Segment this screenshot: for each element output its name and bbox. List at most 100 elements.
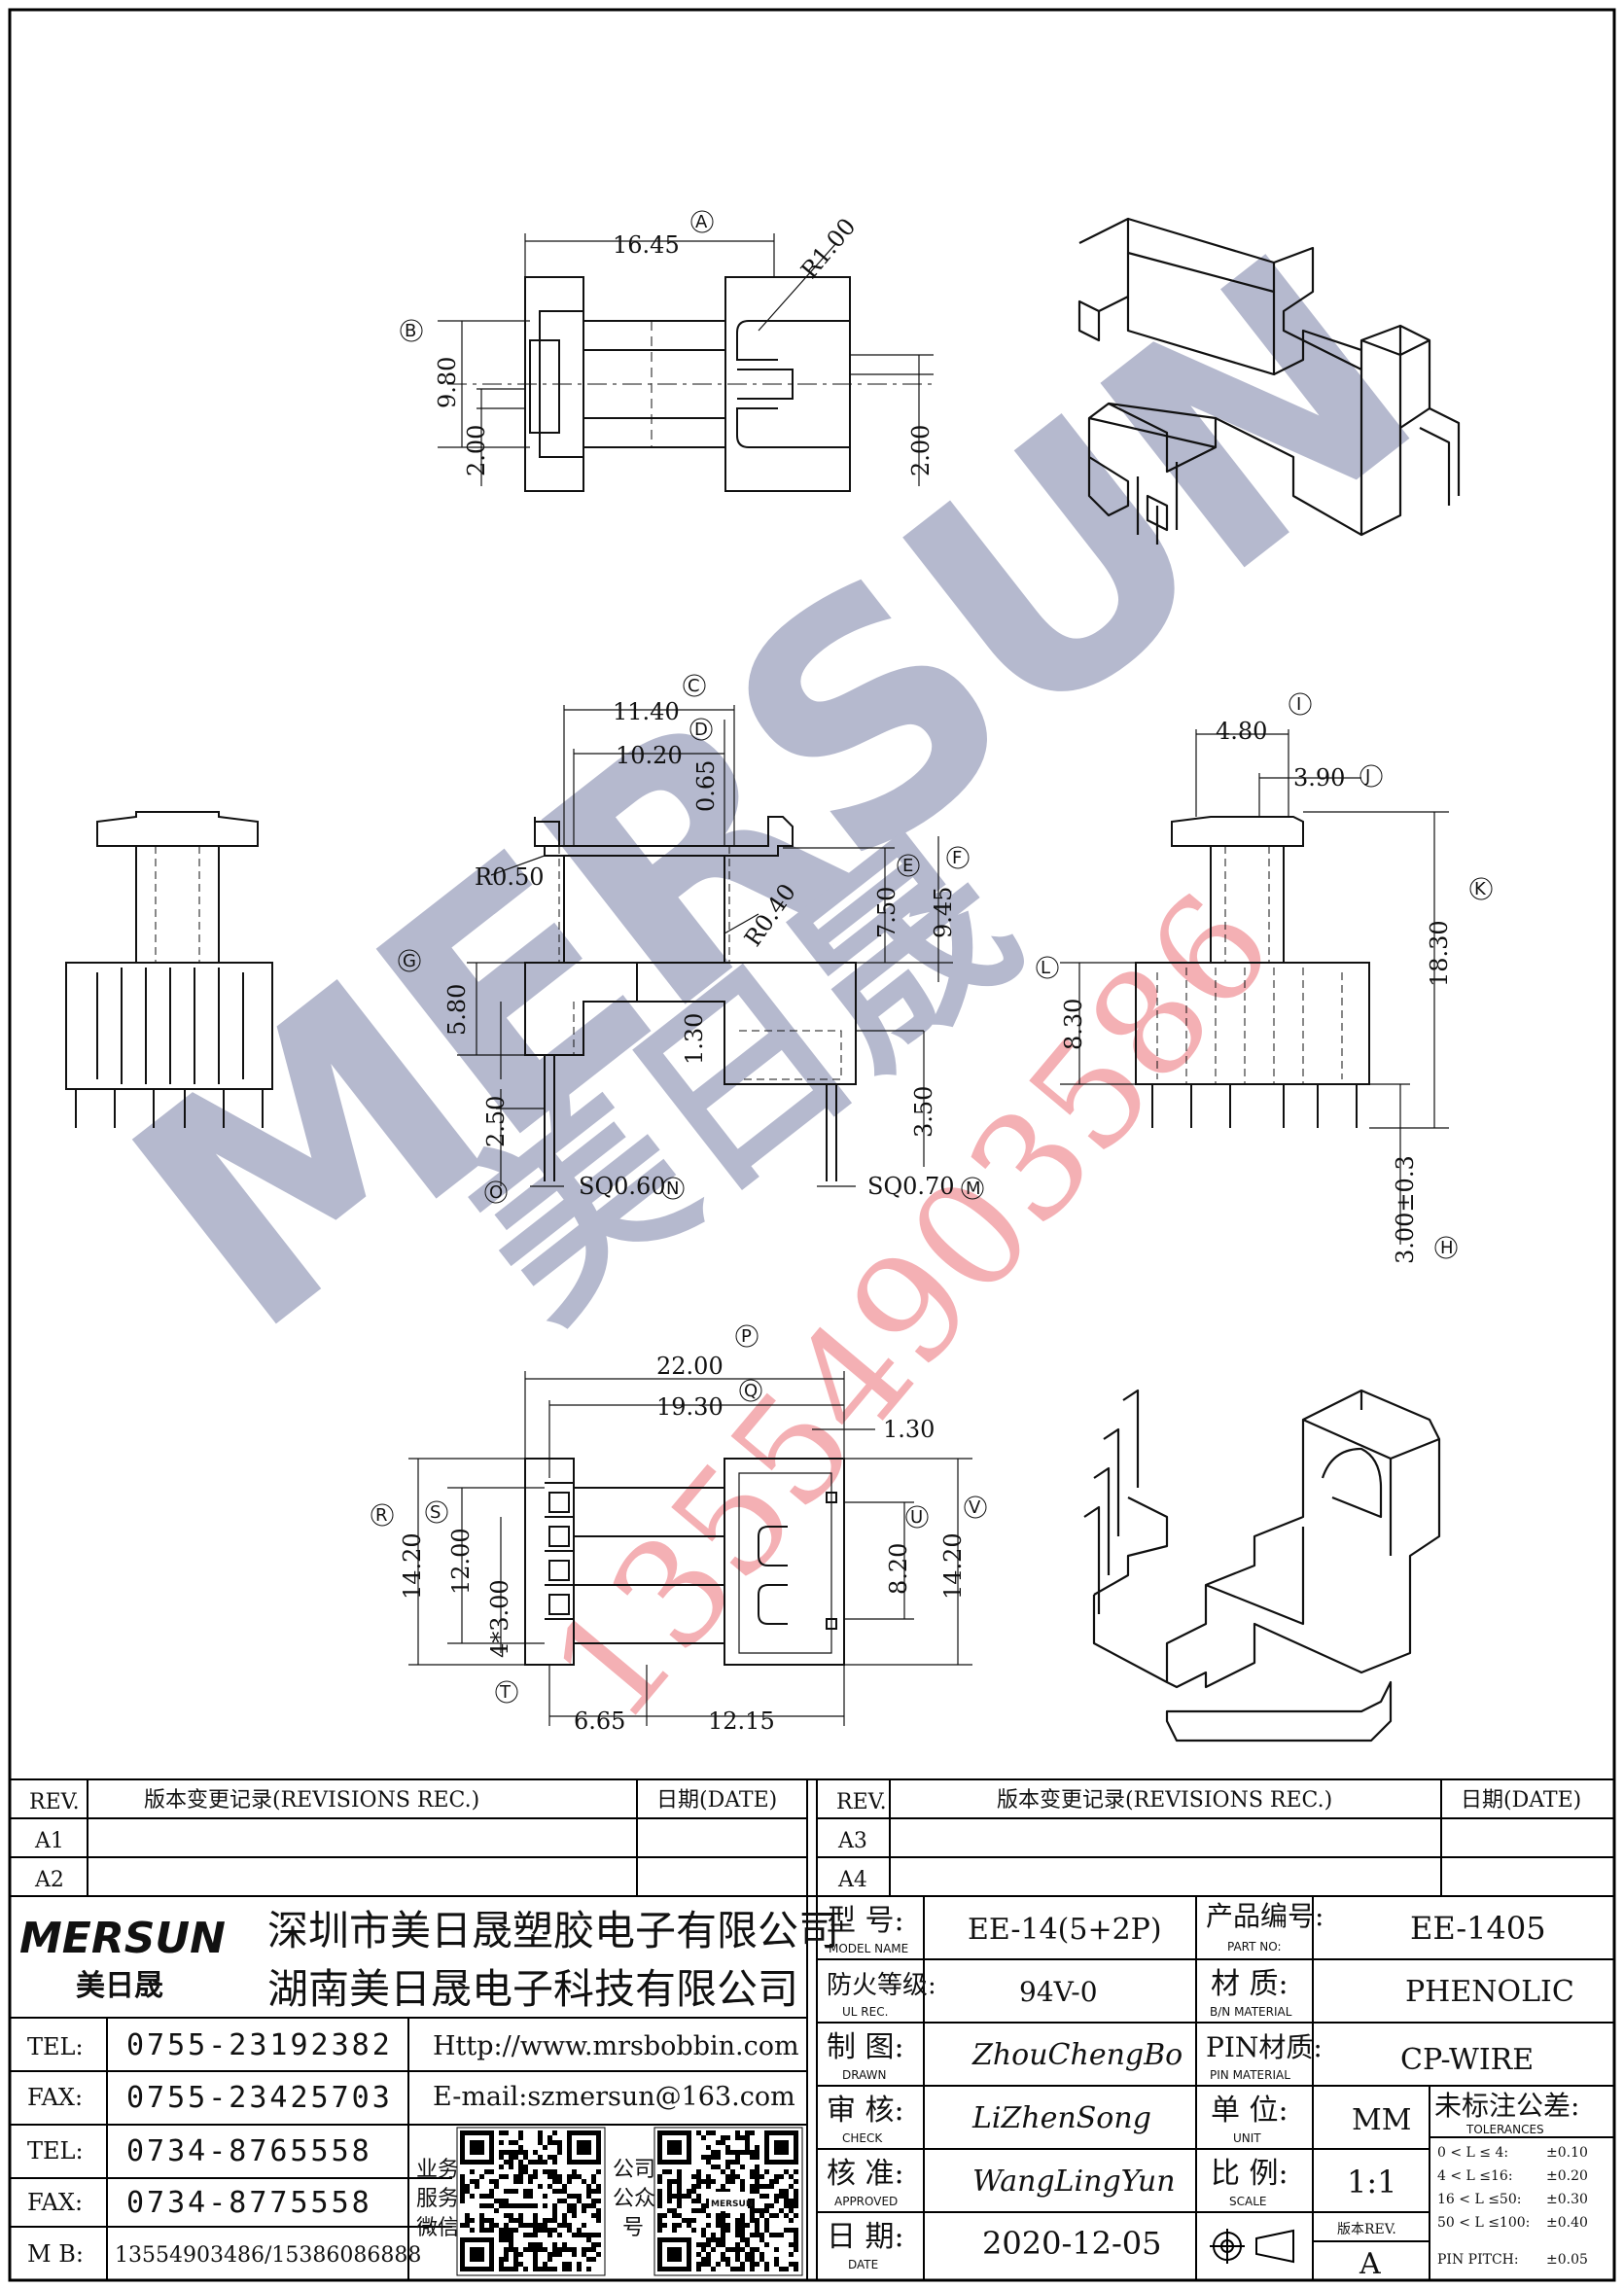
dim-bottom-1420-left: 14.20 (399, 1532, 426, 1600)
revisions-left: REV. 版本变更记录(REVISIONS REC.) 日期(DATE) A1 … (29, 1788, 777, 1892)
spec-part-value: EE-1405 (1410, 1910, 1546, 1947)
contact-value-tel2: 0734-8765558 (126, 2134, 372, 2168)
left-end-view (65, 811, 273, 1128)
dim-front-sq060: SQ0.60 (579, 1173, 666, 1200)
dim-top-right-gap: 2.00 (907, 425, 935, 476)
spec-material-value: PHENOLIC (1405, 1975, 1574, 2009)
callout-E: E (902, 856, 913, 876)
contact-label-mb: M B: (27, 2240, 84, 2268)
spec-unit-label: 单 位: (1211, 2094, 1289, 2128)
callout-C: C (688, 676, 700, 696)
watermark: MERSUN 美日晟 13554903586 (70, 192, 1472, 1753)
company-name-2: 湖南美日晟电子科技有限公司 (267, 1965, 798, 2013)
rev-right-col-rec: 版本变更记录(REVISIONS REC.) (997, 1788, 1332, 1813)
callout-N: N (666, 1179, 679, 1199)
dim-front-750: 7.50 (873, 887, 900, 938)
qr1-label-1: 业务 (416, 2158, 459, 2182)
dim-front-350: 3.50 (910, 1086, 937, 1138)
callout-M: M (966, 1179, 981, 1199)
callout-T: T (499, 1682, 512, 1703)
spec-pin-value: CP-WIRE (1400, 2043, 1534, 2077)
tol-value-0: ±0.10 (1546, 2145, 1588, 2161)
contact-value-fax1: 0755-23425703 (126, 2081, 393, 2115)
spec-material-label: 材 质: (1211, 1967, 1289, 2001)
spec-check-value: LiZhenSong (971, 2101, 1151, 2135)
dim-front-1020: 10.20 (616, 742, 683, 769)
dim-bottom-4x300: 4*3.00 (486, 1579, 513, 1658)
callout-G: G (403, 951, 416, 971)
company-info: MERSUN 美日晟 深圳市美日晟塑胶电子有限公司 湖南美日晟电子科技有限公司 … (19, 1907, 839, 2268)
spec-fire-value: 94V-0 (1019, 1976, 1098, 2008)
spec-approved-value: WangLingYun (972, 2165, 1176, 2199)
spec-scale-value: 1:1 (1347, 2164, 1397, 2200)
tol-range-3: 50 < L ≤100: (1437, 2215, 1530, 2231)
dim-side-480: 4.80 (1216, 718, 1267, 745)
spec-material-sub: B/N MATERIAL (1210, 2005, 1292, 2019)
contact-value-tel1: 0755-23192382 (126, 2028, 393, 2062)
callout-H: L (1041, 958, 1050, 978)
callout-I: I (1296, 694, 1301, 715)
bottom-view-labels: 22.00 P 19.30 Q 1.30 R 14.20 S 12.00 4*3… (371, 1324, 987, 1735)
iso-view-bottom (1083, 1389, 1441, 1742)
dim-front-1140: 11.40 (613, 698, 680, 725)
company-name-1: 深圳市美日晟塑胶电子有限公司 (267, 1907, 839, 1954)
spec-rev-label: 版本REV. (1337, 2222, 1396, 2237)
callout-F: F (952, 848, 962, 868)
contact-label-fax2: FAX: (27, 2189, 83, 2216)
dim-bottom-1930: 19.30 (656, 1393, 724, 1421)
dim-bottom-130: 1.30 (883, 1416, 935, 1443)
tol-range-0: 0 < L ≤ 4: (1437, 2145, 1508, 2161)
spec-unit-sub: UNIT (1233, 2131, 1261, 2145)
dim-side-300: 3.00±0.3 (1392, 1155, 1419, 1264)
dim-front-130: 1.30 (681, 1013, 708, 1065)
dim-top-height: 9.80 (434, 357, 461, 408)
tol-value-3: ±0.40 (1546, 2215, 1588, 2231)
dim-bottom-1215: 12.15 (708, 1707, 775, 1735)
spec-approved-label: 核 准: (827, 2157, 904, 2191)
spec-date-sub: DATE (848, 2258, 878, 2271)
tol-value-2: ±0.30 (1546, 2192, 1588, 2207)
top-view (438, 233, 934, 492)
spec-scale-label: 比 例: (1211, 2157, 1289, 2191)
spec-check-label: 审 核: (827, 2094, 904, 2128)
qr-code-public: MERSUN (653, 2127, 803, 2276)
dim-bottom-2200: 22.00 (656, 1353, 724, 1380)
qr-code-business (456, 2127, 606, 2276)
company-logo-cn: 美日晟 (76, 1969, 163, 2003)
tolerance-table: 0 < L ≤ 4: ±0.10 4 < L ≤16: ±0.20 16 < L… (1437, 2145, 1588, 2268)
contact-label-tel1: TEL: (27, 2033, 84, 2060)
side-view-labels: 4.80 I 3.90 J 18.30 K L 8.30 3.00±0.3 H (1036, 692, 1493, 1264)
dim-bottom-820: 8.20 (885, 1543, 912, 1595)
dim-top-left-gap: 2.00 (463, 425, 490, 476)
callout-P: P (741, 1326, 752, 1347)
callout-Q: Q (744, 1381, 758, 1401)
spec-part-sub: PART NO: (1227, 1940, 1282, 1954)
callout-R: R (375, 1505, 388, 1526)
rev-right-col-date: 日期(DATE) (1461, 1788, 1581, 1813)
qr1-label-3: 微信 (416, 2216, 459, 2240)
rev-row-a2: A2 (34, 1868, 64, 1892)
callout-L: H (1440, 1238, 1454, 1258)
side-view (1060, 729, 1449, 1245)
spec-date-value: 2020-12-05 (982, 2225, 1162, 2262)
spec-drawn-label: 制 图: (827, 2030, 904, 2064)
rev-row-a1: A1 (34, 1829, 64, 1853)
rev-left-col-rec: 版本变更记录(REVISIONS REC.) (144, 1788, 479, 1813)
spec-drawn-sub: DRAWN (842, 2068, 887, 2082)
dim-front-580: 5.80 (443, 984, 471, 1036)
spec-model-sub: MODEL NAME (829, 1942, 908, 1955)
qr2-label-3: 号 (622, 2216, 644, 2240)
contact-label-tel2: TEL: (27, 2137, 84, 2165)
spec-part-label: 产品编号: (1206, 1900, 1324, 1932)
dim-top-radius: R1.00 (795, 213, 861, 284)
callout-V: V (969, 1497, 981, 1518)
dim-bottom-1200: 12.00 (447, 1528, 475, 1595)
dim-front-250: 2.50 (482, 1096, 510, 1147)
company-email: E-mail:szmersun@163.com (433, 2082, 795, 2112)
spec-pin-label: PIN材质: (1206, 2031, 1323, 2063)
callout-O: O (489, 1182, 503, 1203)
callout-J: J (1364, 766, 1370, 787)
qr1-label-2: 服务 (416, 2187, 459, 2211)
company-website: Http://www.mrsbobbin.com (433, 2031, 799, 2061)
